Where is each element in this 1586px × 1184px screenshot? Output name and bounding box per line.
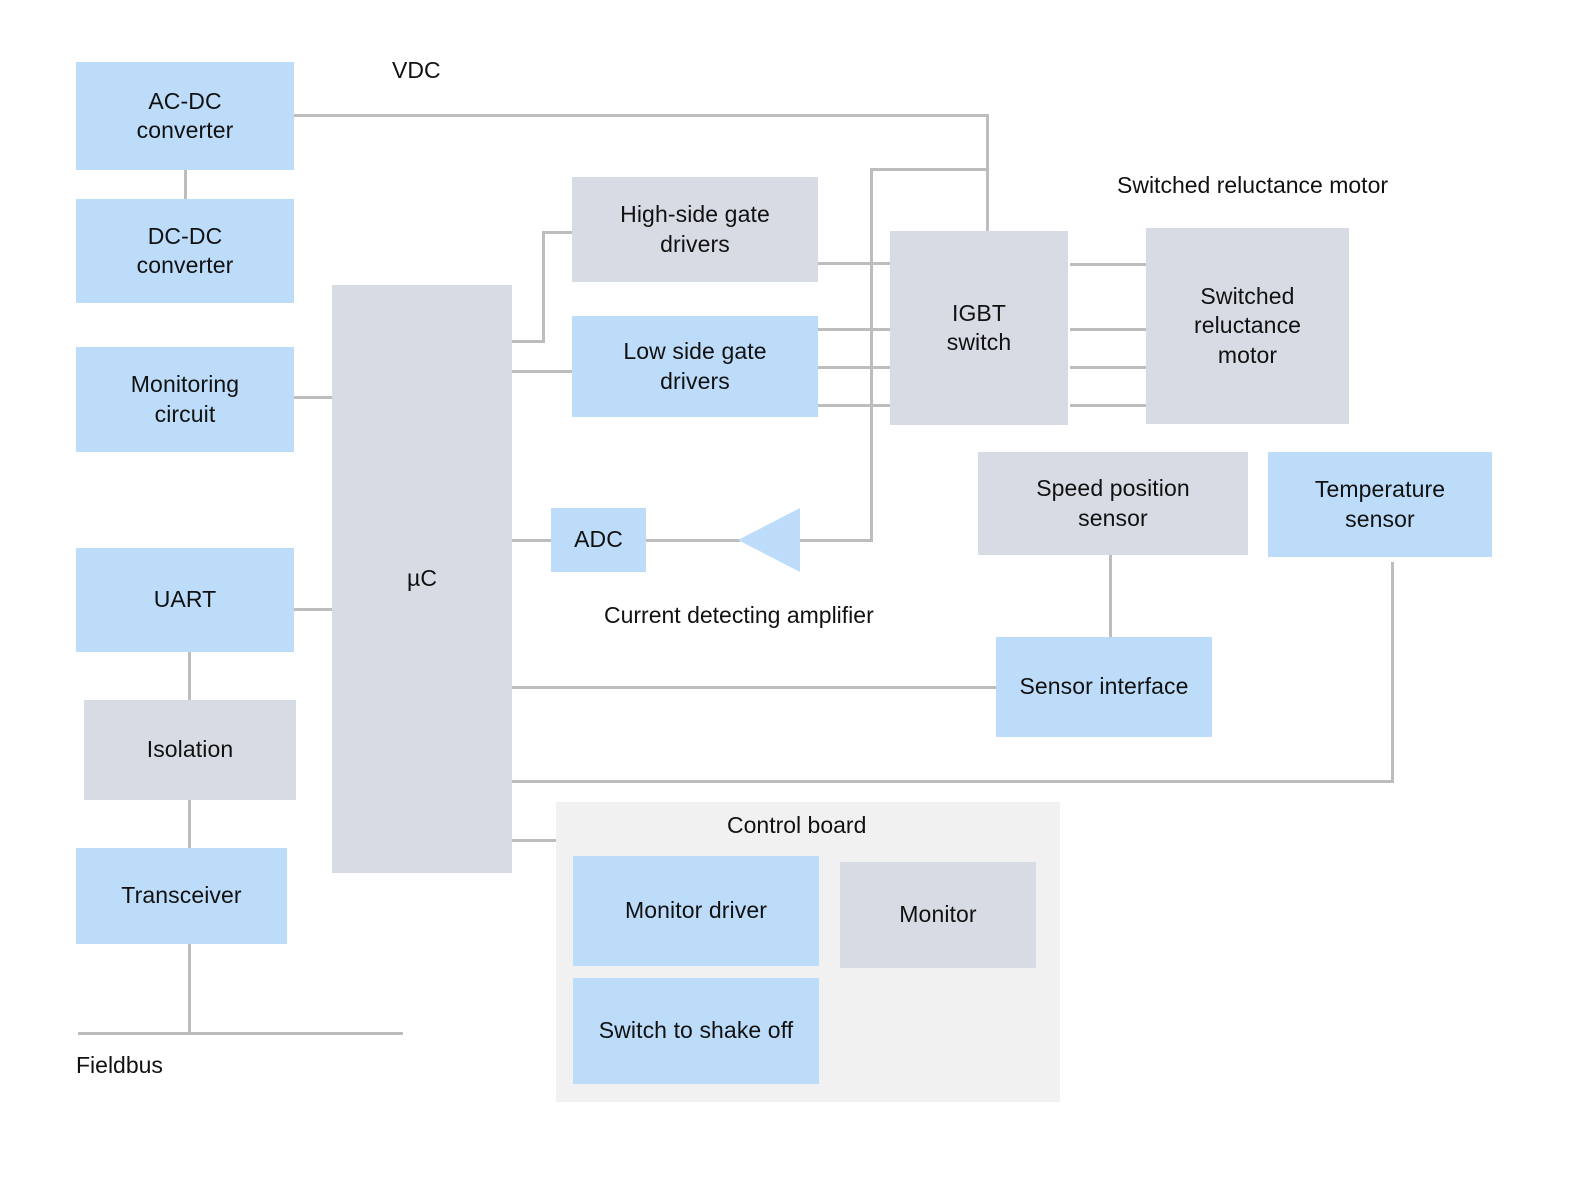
wire-acdc-to-dcdc [184, 170, 187, 200]
wire-vdc-horizontal [294, 114, 989, 117]
wire-igbt-to-motor-3 [1070, 366, 1148, 369]
wire-uc-to-sensor-interface [512, 686, 999, 689]
block-transceiver[interactable]: Transceiver [76, 848, 287, 944]
wire-igbt-return-vertical [870, 168, 873, 542]
block-monitoring-circuit[interactable]: Monitoring circuit [76, 347, 294, 452]
wire-uc-to-control-board [512, 839, 568, 842]
block-temperature-sensor[interactable]: Temperature sensor [1268, 452, 1492, 557]
wire-vdc-down-to-igbt [986, 114, 989, 234]
wire-isolation-to-transceiver [188, 800, 191, 850]
wire-tempsensor-down [1391, 562, 1394, 782]
wire-speedsensor-to-interface [1109, 549, 1112, 639]
block-switch-to-shake-off[interactable]: Switch to shake off [573, 978, 819, 1084]
wire-transceiver-to-fieldbus [188, 944, 191, 1034]
wire-uart-to-isolation [188, 652, 191, 702]
wire-lowside-to-igbt-1 [818, 328, 902, 331]
label-vdc: VDC [392, 57, 441, 83]
block-isolation[interactable]: Isolation [84, 700, 296, 800]
wire-lowside-to-igbt-2 [818, 366, 902, 369]
wire-uc-to-highside-seg1 [512, 340, 545, 343]
wire-fieldbus-bus [78, 1032, 403, 1035]
block-sensor-interface[interactable]: Sensor interface [996, 637, 1212, 737]
wire-uart-to-uc [294, 608, 336, 611]
wire-highside-to-igbt [818, 262, 902, 265]
block-uart[interactable]: UART [76, 548, 294, 652]
wire-uc-to-adc [512, 539, 552, 542]
block-adc[interactable]: ADC [551, 508, 646, 572]
wire-lowside-to-igbt-3 [818, 404, 902, 407]
wire-igbt-return-to-amplifier [800, 539, 872, 542]
wire-igbt-to-motor-1 [1070, 263, 1148, 266]
current-detecting-amplifier-icon [738, 508, 800, 572]
block-igbt-switch[interactable]: IGBT switch [890, 231, 1068, 425]
label-current-detecting-amplifier: Current detecting amplifier [604, 602, 874, 628]
block-speed-position-sensor[interactable]: Speed position sensor [978, 452, 1248, 555]
label-control-board: Control board [727, 812, 867, 838]
block-ac-dc-converter[interactable]: AC-DC converter [76, 62, 294, 170]
label-fieldbus: Fieldbus [76, 1052, 163, 1078]
wire-uc-to-lowside [512, 370, 574, 373]
block-dc-dc-converter[interactable]: DC-DC converter [76, 199, 294, 303]
wire-uc-to-highside-seg3 [542, 231, 574, 234]
block-monitor[interactable]: Monitor [840, 862, 1036, 968]
block-low-side-gate-drivers[interactable]: Low side gate drivers [572, 316, 818, 417]
wire-igbt-return-top [870, 168, 989, 171]
wire-monitoring-to-uc [294, 396, 336, 399]
block-monitor-driver[interactable]: Monitor driver [573, 856, 819, 966]
wire-igbt-to-motor-4 [1070, 404, 1148, 407]
wire-adc-to-amplifier [645, 539, 740, 542]
label-switched-reluctance-motor-group: Switched reluctance motor [1117, 172, 1389, 198]
wire-uc-to-highside-seg2 [542, 231, 545, 343]
wire-tempsensor-to-uc [512, 780, 1394, 783]
block-high-side-gate-drivers[interactable]: High-side gate drivers [572, 177, 818, 282]
block-switched-reluctance-motor[interactable]: Switched reluctance motor [1146, 228, 1349, 424]
wire-igbt-to-motor-2 [1070, 328, 1148, 331]
block-microcontroller[interactable]: µC [332, 285, 512, 873]
